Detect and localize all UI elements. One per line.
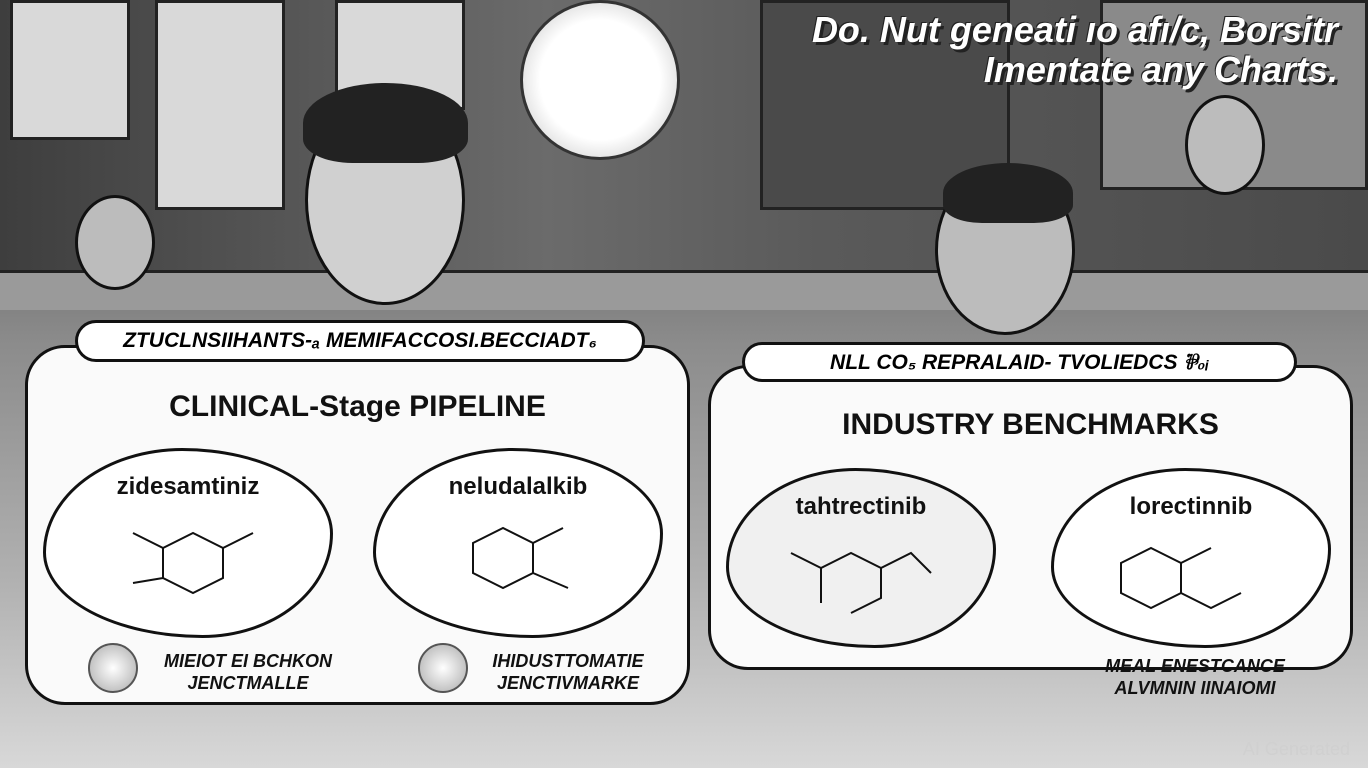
drug-name: tahtrectinib [795,493,927,520]
watermark: AI Generated [1242,739,1350,759]
molecule-structure-icon [472,526,569,590]
drug-name: lorectinnib [1129,493,1253,520]
flask-icon [88,643,138,693]
industry-benchmarks-panel: INDUSTRY BENCHMARKS tahtrectinib lorecti… [708,365,1353,670]
overlay-caption: Do. Nut geneati ıo afı/c, Borsitr Imenta… [812,10,1338,90]
drug-name: zidesamtiniz [116,473,260,500]
chart-poster [155,0,285,210]
drug-cloud: zidesamtiniz [43,448,333,638]
drug-cloud: tahtrectinib [726,468,996,648]
molecule-structure-icon [132,531,254,595]
overlay-line-1: Do. Nut geneati ıo afı/c, Borsitr [811,9,1338,50]
drug-name: neludalalkib [448,473,588,500]
molecule-structure-icon [790,551,932,614]
panel-title: CLINICAL-Stage PIPELINE [169,390,546,423]
scientist-glasses [303,83,468,305]
overlay-line-2: Imentate any Charts. [983,49,1338,90]
drug-cloud: neludalalkib [373,448,663,638]
molecule-structure-icon [1120,546,1242,610]
clinical-pipeline-panel: CLINICAL-Stage PIPELINE zidesamtiniz nel… [25,345,690,705]
drug-cloud: lorectinnib [1051,468,1331,648]
molecule-poster [10,0,130,140]
molecule-lightbox [520,0,680,160]
lab-counter [0,270,1368,310]
left-banner: ZTUCLNSIIHANTS-ₐ MEMIFACCOSI.BECCIADT₆ [75,320,645,362]
scientist-right [935,163,1075,335]
panel-title: INDUSTRY BENCHMARKS [842,408,1219,441]
flask-icon [418,643,468,693]
scientist-far-right [1185,95,1265,195]
scientist-left [75,195,155,290]
right-banner: NLL CO₅ REPRALAID- TVOLIEDCS ⅌₀ᵢ [742,342,1297,382]
